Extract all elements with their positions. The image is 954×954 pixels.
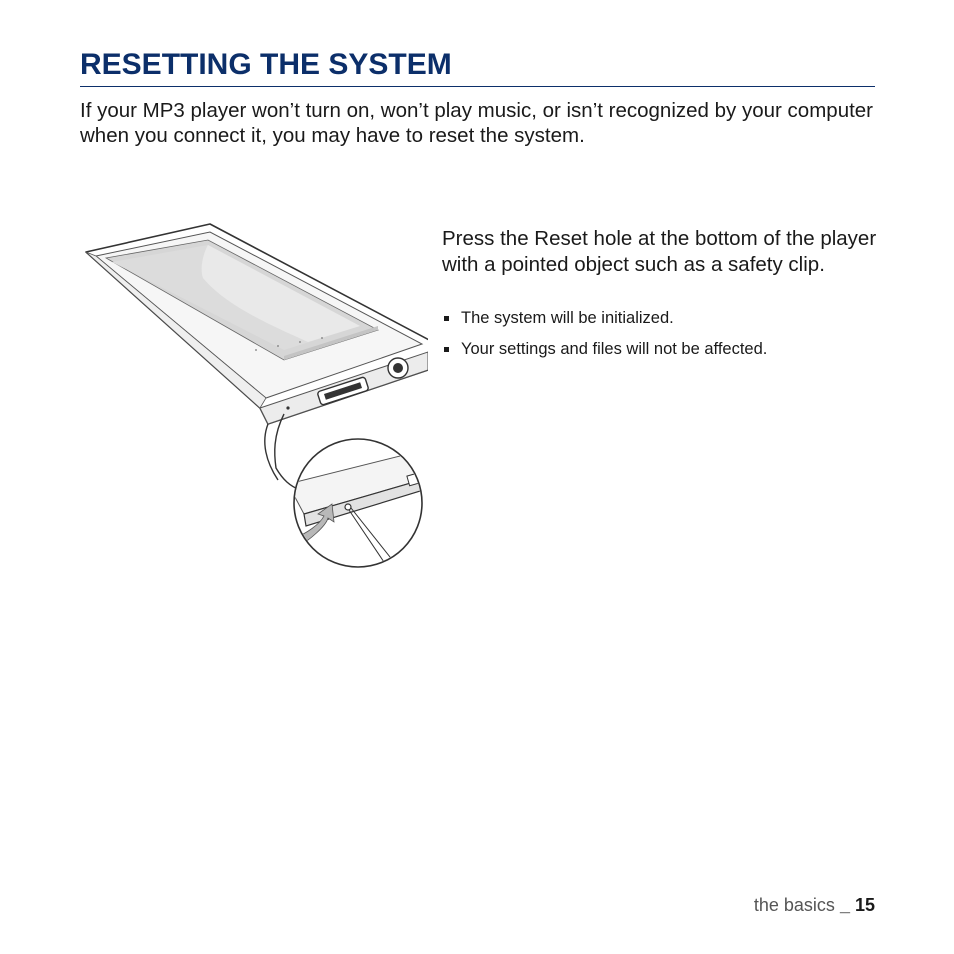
intro-paragraph: If your MP3 player won’t turn on, won’t … [80, 99, 874, 147]
bullet-square-icon [444, 316, 449, 321]
list-item-text: The system will be initialized. [461, 309, 674, 327]
mp3-player-reset-illustration [85, 223, 428, 568]
reset-instruction: Press the Reset hole at the bottom of th… [442, 227, 877, 276]
list-item-text: Your settings and files will not be affe… [461, 339, 768, 358]
page-number: 15 [854, 895, 875, 915]
title-underline [80, 86, 875, 87]
list-item: The system will be initialized. [442, 308, 892, 328]
page-footer: the basics _ 15 [754, 895, 875, 916]
bullet-square-icon [444, 346, 449, 352]
list-item: Your settings and files will not be affe… [442, 339, 892, 359]
page-title: RESETTING THE SYSTEM [80, 48, 452, 81]
footer-section-name: the basics [753, 895, 835, 915]
footer-separator: _ [839, 895, 850, 915]
reset-notes-list: The system will be initialized. Your set… [442, 308, 892, 369]
